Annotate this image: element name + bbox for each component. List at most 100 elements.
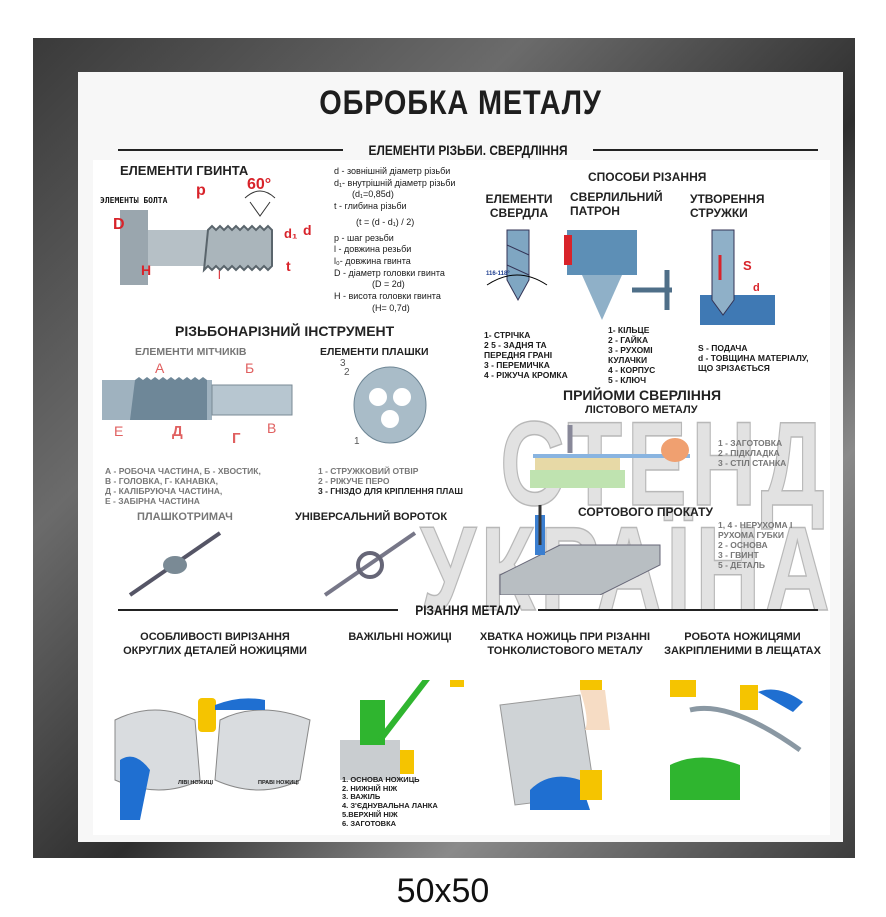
sheet-drilling-heading: ЛІСТОВОГО МЕТАЛУ xyxy=(585,404,698,416)
legend-line: 3 - ПЕРЕМИЧКА xyxy=(484,360,550,370)
label-A: А xyxy=(155,360,165,376)
legend-line: H - висота головки гвинта xyxy=(334,291,441,302)
legend-line: S - ПОДАЧА xyxy=(698,343,748,353)
label-E: Е xyxy=(114,423,124,439)
label-G: Г xyxy=(232,430,241,447)
cutting-methods-heading: СПОСОБИ РІЗАННЯ xyxy=(588,170,707,184)
screw-diagram xyxy=(120,190,276,285)
legend-line: 1- КІЛЬЦЕ xyxy=(608,325,650,335)
legend-line: l - довжина резьби xyxy=(334,244,412,255)
legend-line: 3 - ГНІЗДО ДЛЯ КРІПЛЕННЯ ПЛАШ xyxy=(318,486,463,496)
label-d-chip: d xyxy=(753,282,760,294)
legend-line: d - зовнішній діаметр різьби xyxy=(334,166,451,176)
screw-legend: d - зовнішній діаметр різьби d₁- внутріш… xyxy=(334,166,474,314)
label-D: D xyxy=(113,216,125,233)
label-H: H xyxy=(141,262,152,278)
legend-line: ЩО ЗРІЗАЄТЬСЯ xyxy=(698,363,770,373)
metal-cutting-band: РІЗАННЯ МЕТАЛУ xyxy=(118,600,819,620)
legend-line: D - діаметр головки гвинта xyxy=(334,267,445,278)
legend-line: 6. ЗАГОТОВКА xyxy=(342,818,397,828)
screw-head xyxy=(120,210,148,285)
legend-line: 4 - КОРПУС xyxy=(608,365,656,375)
poster-title: ОБРОБКА МЕТАЛУ xyxy=(319,84,602,122)
legend-line: 2 - ОСНОВА xyxy=(718,540,768,550)
legend-line: ПЕРЕДНЯ ГРАНІ xyxy=(484,350,553,360)
chuck-body xyxy=(567,230,637,275)
legend-line: 1. ОСНОВА НОЖИЦЬ xyxy=(342,775,420,784)
chuck-heading: СВЕРЛИЛЬНИЙ ПАТРОН xyxy=(570,190,663,218)
legend-line: А - РОБОЧА ЧАСТИНА, Б - ХВОСТИК, xyxy=(105,466,261,476)
left-shears-label: ЛІВІ НОЖИЦІ xyxy=(178,780,214,786)
section-band: ЕЛЕМЕНТИ РІЗЬБИ. СВЕРДЛІННЯ xyxy=(118,140,818,160)
label-d: d xyxy=(303,222,312,238)
tap-heading: ЕЛЕМЕНТИ МІТЧИКІВ xyxy=(135,346,247,358)
screw-heading: ЕЛЕМЕНТИ ГВИНТА xyxy=(120,163,249,178)
vise-shears-heading: РОБОТА НОЖИЦЯМИ ЗАКРІПЛЕНИМИ В ЛЕЩАТАХ xyxy=(664,631,821,657)
drill-bit xyxy=(506,229,530,302)
legend-line: В - ГОЛОВКА, Г- КАНАВКА, xyxy=(105,476,219,486)
section-subtitle: ЕЛЕМЕНТИ РІЗЬБИ. СВЕРДЛІННЯ xyxy=(368,142,568,158)
metal-cutting-heading: РІЗАННЯ МЕТАЛУ xyxy=(415,602,521,618)
tool-holders xyxy=(128,531,417,597)
legend-line: 1 - ЗАГОТОВКА xyxy=(718,438,783,448)
legend-line: 5 - ДЕТАЛЬ xyxy=(718,560,765,570)
screw-image-caption: ЭЛЕМЕНТЫ БОЛТА xyxy=(100,196,168,205)
legend-line: 3 - СТІЛ СТАНКА xyxy=(718,458,787,468)
label-t: t xyxy=(286,258,291,274)
legend-line: Е - ЗАБІРНА ЧАСТИНА xyxy=(105,496,200,506)
chip-heading: УТВОРЕННЯ СТРУЖКИ xyxy=(690,192,765,220)
legend-line: 3 - РУХОМІ xyxy=(608,345,653,355)
cutting-illustrations xyxy=(114,680,803,820)
legend-line: 4 - РІЖУЧА КРОМКА xyxy=(484,370,568,380)
tap-wrench-heading: УНІВЕРСАЛЬНИЙ ВОРОТОК xyxy=(295,511,448,523)
label-D-tap: Д xyxy=(172,423,183,440)
drill-angle: 116-118° xyxy=(486,271,510,277)
legend-line: 3. ВАЖІЛЬ xyxy=(342,792,381,802)
legend-line: t - глибина різьби xyxy=(334,201,407,212)
label-B-tail: Б xyxy=(245,360,255,376)
legend-line: 3 - ГВИНТ xyxy=(718,550,759,560)
drill-heading: ЕЛЕМЕНТИ СВЕРДЛА xyxy=(485,192,553,220)
legend-line: 4. З'ЄДНУВАЛЬНА ЛАНКА xyxy=(342,801,438,811)
chuck-key xyxy=(632,270,672,310)
drilling-heading: ПРИЙОМИ СВЕРЛІННЯ xyxy=(563,387,722,403)
legend-line: (H= 0,7d) xyxy=(372,302,410,313)
die-label-1: 1 xyxy=(354,436,360,447)
legend-line: (d₁=0,85d) xyxy=(352,189,394,200)
legend-line: d - ТОВЩИНА МАТЕРІАЛУ, xyxy=(698,353,809,363)
profile-drilling-heading: СОРТОВОГО ПРОКАТУ xyxy=(578,505,713,519)
legend-line: Д - КАЛІБРУЮЧА ЧАСТИНА, xyxy=(105,486,223,496)
legend-line: 5.ВЕРХНІЙ НІЖ xyxy=(342,809,398,819)
legend-line: p - шаг резьби xyxy=(334,232,394,243)
legend-line: 2 - ГАЙКА xyxy=(608,335,649,345)
die-label-3: 3 xyxy=(340,358,346,369)
workpiece xyxy=(700,295,775,325)
legend-line: d₁- внутрішній діаметр різьби xyxy=(334,177,456,188)
legend-line: РУХОМА ГУБКИ xyxy=(718,530,784,540)
die-heading: ЕЛЕМЕНТИ ПЛАШКИ xyxy=(320,346,429,358)
label-p: p xyxy=(196,182,206,199)
legend-line: (D = 2d) xyxy=(372,279,405,290)
legend-line: 1, 4 - НЕРУХОМА І xyxy=(718,520,793,530)
legend-line: 2 - ПІДКЛАДКА xyxy=(718,448,780,458)
legend-line: 1 - СТРУЖКОВИЙ ОТВІР xyxy=(318,466,419,476)
legend-line: 2 5 - ЗАДНЯ ТА xyxy=(484,340,547,350)
sheet-drilling-diagram xyxy=(530,425,690,488)
legend-line: 2. НИЖНІЙ НІЖ xyxy=(342,783,398,793)
label-V: В xyxy=(267,420,277,436)
shears-grip-heading: ХВАТКА НОЖИЦЬ ПРИ РІЗАННІ ТОНКОЛИСТОВОГО… xyxy=(479,631,651,657)
cutting-diagrams xyxy=(486,229,775,325)
die-diagram xyxy=(353,366,427,444)
legend-line: l₀- довжина гвинта xyxy=(334,255,411,266)
vise-diagram xyxy=(499,505,661,595)
label-S: S xyxy=(743,258,752,273)
label-d1: d₁ xyxy=(284,226,298,241)
die-label-2: 2 xyxy=(344,367,350,378)
tap-diagram xyxy=(102,377,293,420)
